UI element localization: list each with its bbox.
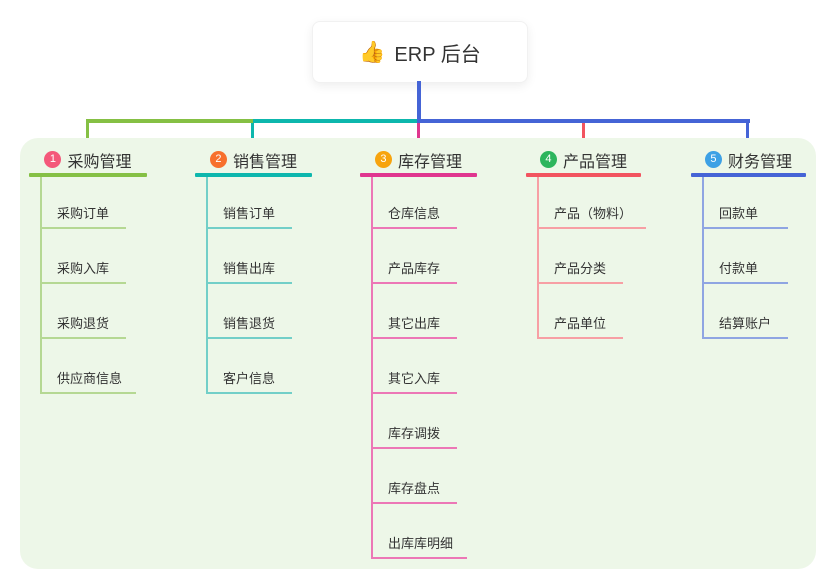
branch-items: 回款单付款单结算账户 — [702, 177, 788, 339]
branch4-connector-drop — [582, 119, 585, 145]
branch-item[interactable]: 产品分类 — [539, 229, 623, 284]
connector-horizontal-blue — [417, 119, 750, 123]
branch-item[interactable]: 采购订单 — [42, 177, 126, 229]
branch-number-badge: 4 — [539, 151, 557, 168]
branch-title[interactable]: 4 产品管理 — [526, 146, 641, 173]
branch-title[interactable]: 2 销售管理 — [195, 146, 312, 173]
branch-underline — [691, 173, 806, 177]
branch-column-2: 2 销售管理 销售订单销售出库销售退货客户信息 — [195, 146, 312, 394]
branch-item[interactable]: 其它出库 — [373, 284, 457, 339]
branch-item[interactable]: 库存调拨 — [373, 394, 457, 449]
root-connector-line — [417, 81, 421, 123]
branch-title-label: 财务管理 — [727, 153, 792, 171]
branch-item[interactable]: 采购退货 — [42, 284, 126, 339]
branch-item[interactable]: 客户信息 — [208, 339, 292, 394]
branch-title[interactable]: 1 采购管理 — [29, 146, 147, 173]
branch-title-label: 销售管理 — [232, 153, 297, 171]
connector-horizontal-green — [86, 119, 253, 123]
branch-item[interactable]: 其它入库 — [373, 339, 457, 394]
branch-underline — [360, 173, 477, 177]
branch-underline — [195, 173, 312, 177]
root-node-label: ERP 后台 — [394, 43, 481, 66]
branch-number-badge: 3 — [374, 151, 392, 168]
branch5-connector-drop — [746, 119, 749, 145]
branch-item[interactable]: 回款单 — [704, 177, 788, 229]
branch-title-label: 库存管理 — [397, 153, 462, 171]
branch-item[interactable]: 仓库信息 — [373, 177, 457, 229]
branch3-connector-drop — [417, 119, 420, 145]
branch-title[interactable]: 5 财务管理 — [691, 146, 806, 173]
branch-item[interactable]: 库存盘点 — [373, 449, 457, 504]
branch-item[interactable]: 产品单位 — [539, 284, 623, 339]
branch-title-label: 产品管理 — [562, 153, 627, 171]
branch1-connector-drop — [86, 119, 89, 145]
branch-number-badge: 2 — [209, 151, 227, 168]
branches-panel — [20, 138, 816, 569]
thumbs-up-icon: 👍 — [359, 40, 386, 64]
branch-column-5: 5 财务管理 回款单付款单结算账户 — [691, 146, 806, 339]
branch-items: 产品（物料）产品分类产品单位 — [537, 177, 647, 339]
root-node[interactable]: 👍 ERP 后台 — [312, 21, 528, 83]
branch-item[interactable]: 销售出库 — [208, 229, 292, 284]
branch-items: 仓库信息产品库存其它出库其它入库库存调拨库存盘点出库库明细 — [371, 177, 468, 559]
branch-item[interactable]: 付款单 — [704, 229, 788, 284]
branch-item[interactable]: 采购入库 — [42, 229, 126, 284]
branch-number-badge: 5 — [704, 151, 722, 168]
connector-horizontal-teal — [253, 119, 419, 123]
branch-underline — [526, 173, 641, 177]
branch-item[interactable]: 产品（物料） — [539, 177, 647, 229]
branch-underline — [29, 173, 147, 177]
branch-column-3: 3 库存管理 仓库信息产品库存其它出库其它入库库存调拨库存盘点出库库明细 — [360, 146, 477, 559]
branch-item[interactable]: 出库库明细 — [373, 504, 468, 559]
branch-item[interactable]: 产品库存 — [373, 229, 457, 284]
branch-title[interactable]: 3 库存管理 — [360, 146, 477, 173]
branch-items: 采购订单采购入库采购退货供应商信息 — [40, 177, 137, 394]
branch-item[interactable]: 供应商信息 — [42, 339, 137, 394]
branch2-connector-drop — [251, 119, 254, 145]
branch-title-label: 采购管理 — [67, 153, 132, 171]
branch-column-1: 1 采购管理 采购订单采购入库采购退货供应商信息 — [29, 146, 147, 394]
branch-item[interactable]: 销售退货 — [208, 284, 292, 339]
branch-column-4: 4 产品管理 产品（物料）产品分类产品单位 — [526, 146, 647, 339]
branch-items: 销售订单销售出库销售退货客户信息 — [206, 177, 292, 394]
branch-number-badge: 1 — [44, 151, 62, 168]
branch-item[interactable]: 销售订单 — [208, 177, 292, 229]
branch-item[interactable]: 结算账户 — [704, 284, 788, 339]
